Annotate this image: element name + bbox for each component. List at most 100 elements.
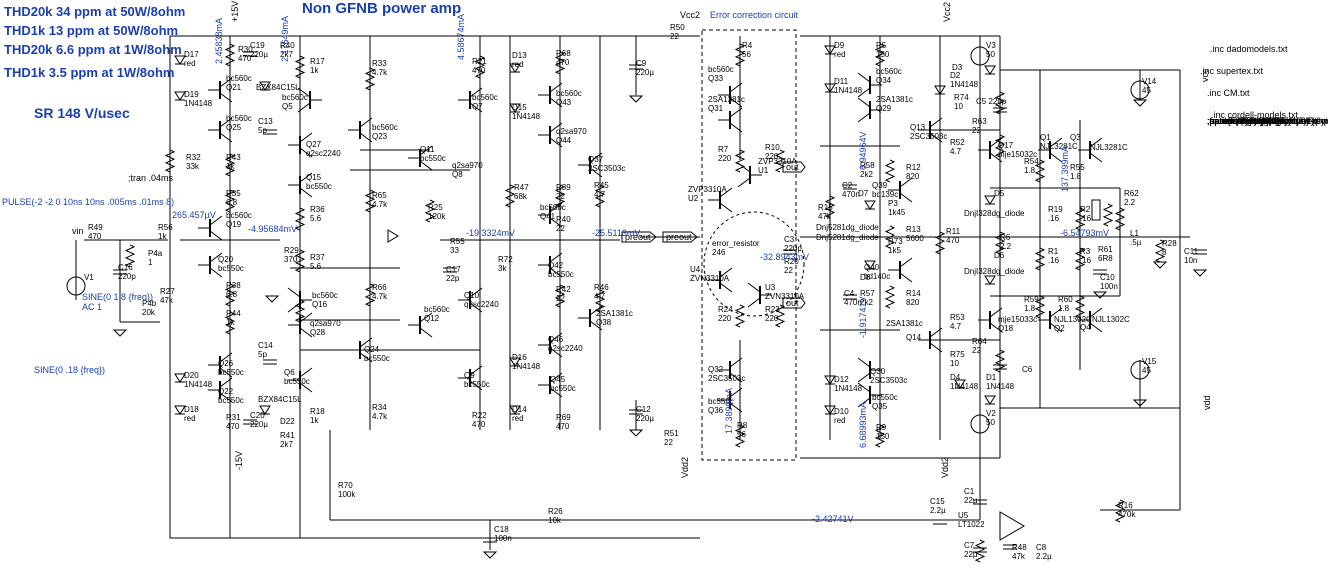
component-label-line: 1N4148 bbox=[834, 86, 863, 95]
component-label-line: D16 bbox=[512, 353, 527, 362]
component-label-d8: D8 bbox=[860, 273, 871, 282]
component-label-line: R66 bbox=[372, 283, 387, 292]
component-label-line: 470 bbox=[226, 422, 240, 431]
net-flag-preout: preout bbox=[666, 232, 692, 242]
component-label-line: Q7 bbox=[472, 102, 483, 111]
component-label-line: bc560c bbox=[282, 93, 308, 102]
symbols bbox=[66, 43, 1208, 563]
component-label-line: bc550c bbox=[218, 396, 244, 405]
component-label-line: 4.7k bbox=[372, 200, 388, 209]
component-label-line: BZX84C15L bbox=[256, 83, 300, 92]
error-box-title: Error correction circuit bbox=[710, 10, 799, 20]
diode-symbol bbox=[824, 45, 836, 55]
wires bbox=[75, 35, 1190, 550]
component-label-dd2: Dnj5281dg_diode bbox=[816, 233, 879, 242]
component-label-line: P4b bbox=[142, 299, 157, 308]
component-label-r1: R1.16 bbox=[1048, 247, 1060, 265]
resistor-symbol bbox=[734, 43, 746, 67]
component-label-line: Q22 bbox=[218, 387, 234, 396]
component-label-line: 6.8 bbox=[226, 290, 238, 299]
transistor-collector bbox=[899, 257, 913, 268]
component-label-line: ZVP3310A bbox=[688, 185, 727, 194]
component-label-line: R70 bbox=[338, 481, 353, 490]
option-line: .param Freq=1k bbox=[1207, 116, 1271, 126]
component-label-line: Q4 bbox=[1080, 323, 1091, 332]
component-label-line: 100k bbox=[338, 490, 356, 499]
component-label-line: R59 bbox=[1024, 295, 1039, 304]
component-label-line: .16 bbox=[1048, 256, 1060, 265]
component-label-line: 5p bbox=[258, 126, 267, 135]
transistor-emitter bbox=[747, 297, 761, 308]
component-label-line: C7 bbox=[964, 541, 975, 550]
transistor-emitter bbox=[719, 202, 733, 213]
resistor-symbol bbox=[734, 304, 746, 328]
component-label-line: 22 bbox=[670, 32, 679, 41]
transistor-emitter bbox=[1049, 322, 1063, 333]
transistor-collector bbox=[857, 382, 871, 393]
component-label-line: Q16 bbox=[312, 300, 328, 309]
ground-symbol bbox=[482, 551, 498, 559]
component-label-r2: R2.16 bbox=[1080, 205, 1092, 223]
transistor-emitter bbox=[729, 372, 743, 383]
component-label-line: V2 bbox=[986, 409, 996, 418]
transistor-emitter bbox=[287, 302, 301, 313]
option-line: .four {Freq} 4 V(Vin) V(out) bbox=[1207, 116, 1314, 126]
component-label-line: 2SC3503c bbox=[708, 374, 745, 383]
transistor-emitter bbox=[219, 392, 233, 403]
net-label-m15: -15V bbox=[234, 451, 244, 470]
component-label-line: 56 bbox=[737, 430, 746, 439]
component-label-line: R55 bbox=[450, 237, 465, 246]
component-label-line: red bbox=[834, 416, 846, 425]
component-label-line: Q41 bbox=[540, 212, 556, 221]
component-label-line: Q37 bbox=[588, 155, 604, 164]
transistor-collector bbox=[1089, 307, 1103, 318]
component-label-line: R38 bbox=[226, 281, 241, 290]
component-label-line: 50 bbox=[986, 50, 995, 59]
transistor-collector bbox=[299, 312, 313, 323]
component-label-line: C3 bbox=[784, 235, 795, 244]
transistor-emitter bbox=[737, 177, 751, 188]
component-label-line: 2SC3503c bbox=[870, 376, 907, 385]
component-label-line: Q24 bbox=[364, 345, 380, 354]
transistor-collector bbox=[299, 172, 313, 183]
component-label-line: bc560c bbox=[372, 123, 398, 132]
resistor-symbol bbox=[424, 199, 436, 223]
option-line: .tran 0 {simtime} {dlytime} {timest bbox=[1207, 116, 1328, 126]
component-label-line: Q40 bbox=[864, 263, 880, 272]
component-label-line: 4.7 bbox=[594, 190, 606, 199]
diode-symbol bbox=[174, 91, 186, 101]
net-label-vcc2: Vcc2 bbox=[942, 2, 952, 22]
transistor-emitter bbox=[359, 132, 373, 143]
component-label-line: R18 bbox=[310, 407, 325, 416]
ground-symbol bbox=[1152, 261, 1168, 269]
resistor-symbol bbox=[1074, 247, 1086, 271]
component-label-line: bc560c bbox=[540, 203, 566, 212]
resistor-symbol bbox=[1114, 207, 1126, 231]
voltage-source-symbol bbox=[66, 276, 86, 296]
transistor-emitter bbox=[209, 230, 223, 241]
component-label-line: 150 bbox=[876, 432, 890, 441]
